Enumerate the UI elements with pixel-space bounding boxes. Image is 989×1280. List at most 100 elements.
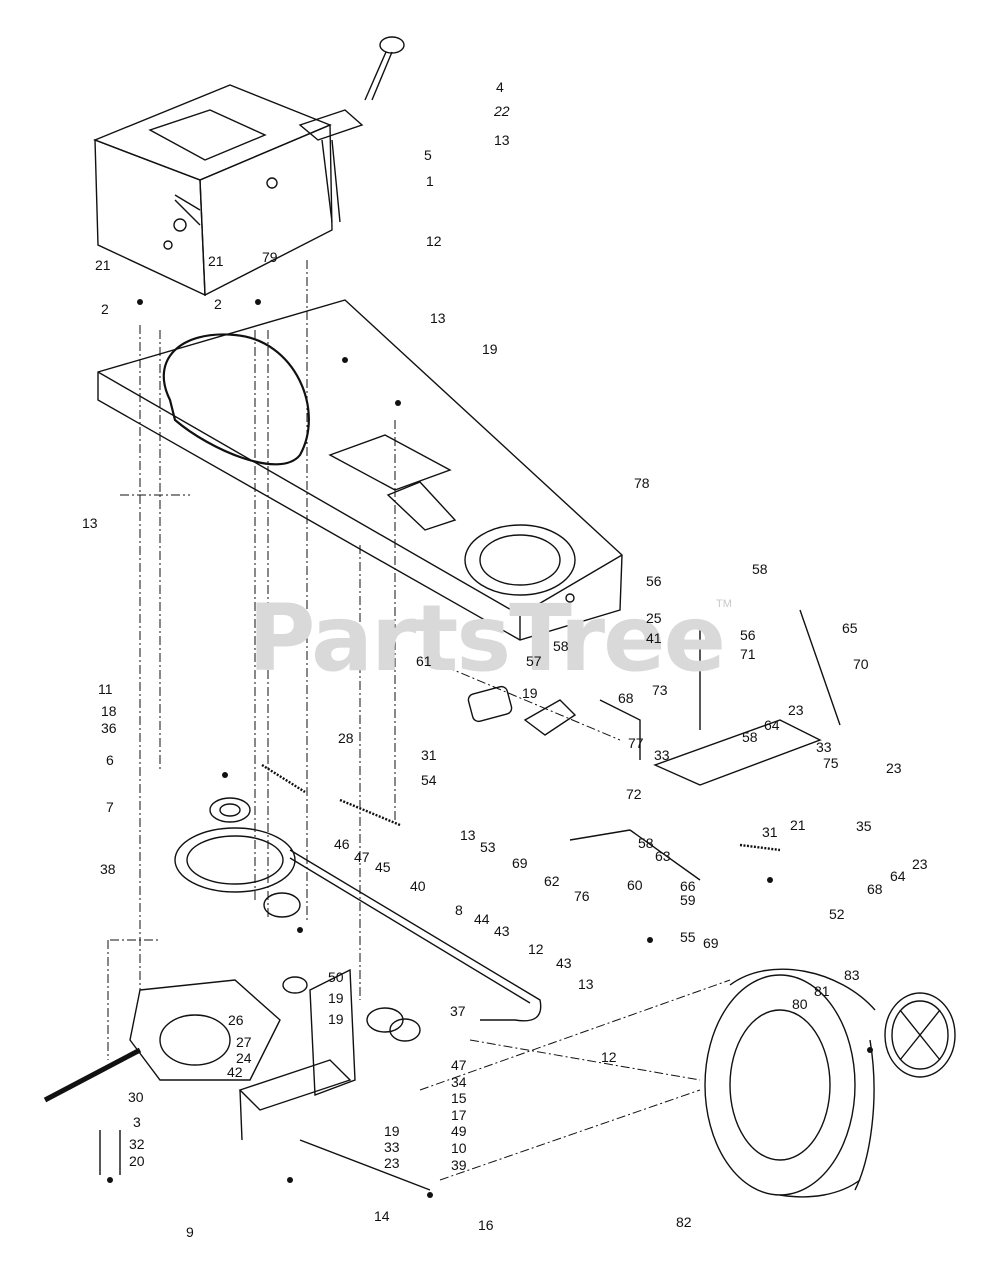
axle-bracket: [238, 968, 356, 1141]
callout-label: 23: [912, 856, 928, 872]
callout-label: 80: [792, 996, 808, 1012]
callout-label: 46: [334, 836, 350, 852]
callout-label: 56: [646, 573, 662, 589]
callout-label: 38: [100, 861, 116, 877]
callout-label: 21: [208, 253, 224, 269]
callout-label: 12: [426, 233, 442, 249]
callout-label: 47: [354, 849, 370, 865]
callout-label: 54: [421, 772, 437, 788]
callout-label: 64: [890, 868, 906, 884]
pulley: [174, 797, 421, 1042]
main-frame: [97, 299, 623, 641]
callout-label: 76: [574, 888, 590, 904]
callout-label: 14: [374, 1208, 390, 1224]
callout-label: 83: [844, 967, 860, 983]
callout-label: 65: [842, 620, 858, 636]
callout-label: 30: [128, 1089, 144, 1105]
callout-label: 70: [853, 656, 869, 672]
callout-label: 39: [451, 1157, 467, 1173]
hardware: [107, 299, 873, 1198]
callout-label: 27: [236, 1034, 252, 1050]
callout-label: 58: [742, 729, 758, 745]
callout-label: 82: [676, 1214, 692, 1230]
callout-label: 40: [410, 878, 426, 894]
callout-label: 6: [106, 752, 114, 768]
callout-label: 35: [856, 818, 872, 834]
callout-label: 57: [526, 653, 542, 669]
callout-label: 13: [460, 827, 476, 843]
callout-label: 78: [634, 475, 650, 491]
drive-belt: [162, 333, 310, 466]
callout-label: 18: [101, 703, 117, 719]
callout-label: 45: [375, 859, 391, 875]
callout-label: 64: [764, 717, 780, 733]
callout-label: 9: [186, 1224, 194, 1240]
callout-label: 34: [451, 1074, 467, 1090]
callout-label: 56: [740, 627, 756, 643]
callout-label: 69: [512, 855, 528, 871]
alignment-line: [469, 1039, 701, 1081]
callout-label: 11: [98, 681, 113, 697]
callout-label: 50: [328, 969, 344, 985]
callout-label: 37: [450, 1003, 466, 1019]
callout-label: 43: [494, 923, 510, 939]
callout-label: 19: [328, 1011, 344, 1027]
callout-label: 23: [886, 760, 902, 776]
callout-label: 33: [816, 739, 832, 755]
callout-label: 32: [129, 1136, 145, 1152]
callout-label: 25: [646, 610, 662, 626]
callout-label: 77: [628, 735, 644, 751]
callout-label: 4: [496, 79, 504, 95]
callout-label: 22: [494, 103, 510, 119]
callout-label: 3: [133, 1114, 141, 1130]
callout-label: 62: [544, 873, 560, 889]
dash-panel: [93, 84, 333, 297]
callout-label: 52: [829, 906, 845, 922]
callout-label: 42: [227, 1064, 243, 1080]
callout-label: 19: [482, 341, 498, 357]
callout-label: 66: [680, 878, 696, 894]
callout-label: 2: [101, 301, 109, 317]
callout-label: 24: [236, 1050, 252, 1066]
callout-label: 75: [823, 755, 839, 771]
callout-label: 21: [790, 817, 806, 833]
callout-label: 81: [814, 983, 830, 999]
callout-label: 5: [424, 147, 432, 163]
rear-tire: [704, 968, 876, 1198]
watermark-text: PartsTree: [248, 585, 726, 692]
callout-label: 23: [788, 702, 804, 718]
callout-label: 17: [451, 1107, 467, 1123]
callout-label: 55: [680, 929, 696, 945]
callout-label: 68: [867, 881, 883, 897]
callout-label: 58: [752, 561, 768, 577]
callout-label: 26: [228, 1012, 244, 1028]
callout-label: 71: [740, 646, 756, 662]
callout-label: 49: [451, 1123, 467, 1139]
callout-label: 2: [214, 296, 222, 312]
callout-label: 33: [384, 1139, 400, 1155]
callout-label: 61: [416, 653, 432, 669]
callout-label: 79: [262, 249, 278, 265]
callout-label: 73: [652, 682, 668, 698]
callout-label: 20: [129, 1153, 145, 1169]
callout-label: 12: [601, 1049, 617, 1065]
callout-label: 44: [474, 911, 490, 927]
callout-label: 13: [82, 515, 98, 531]
spring: [261, 763, 781, 852]
callout-label: 16: [478, 1217, 494, 1233]
callout-label: 12: [528, 941, 544, 957]
callout-label: 59: [680, 892, 696, 908]
callout-label: 43: [556, 955, 572, 971]
trademark-mark: TM: [716, 598, 732, 610]
callout-label: 21: [95, 257, 111, 273]
callout-label: 69: [703, 935, 719, 951]
callout-label: 36: [101, 720, 117, 736]
linkage-rod: [289, 609, 841, 1191]
callout-label: 15: [451, 1090, 467, 1106]
callout-label: 33: [654, 747, 670, 763]
callout-label: 53: [480, 839, 496, 855]
callout-label: 31: [762, 824, 778, 840]
callout-label: 8: [455, 902, 463, 918]
